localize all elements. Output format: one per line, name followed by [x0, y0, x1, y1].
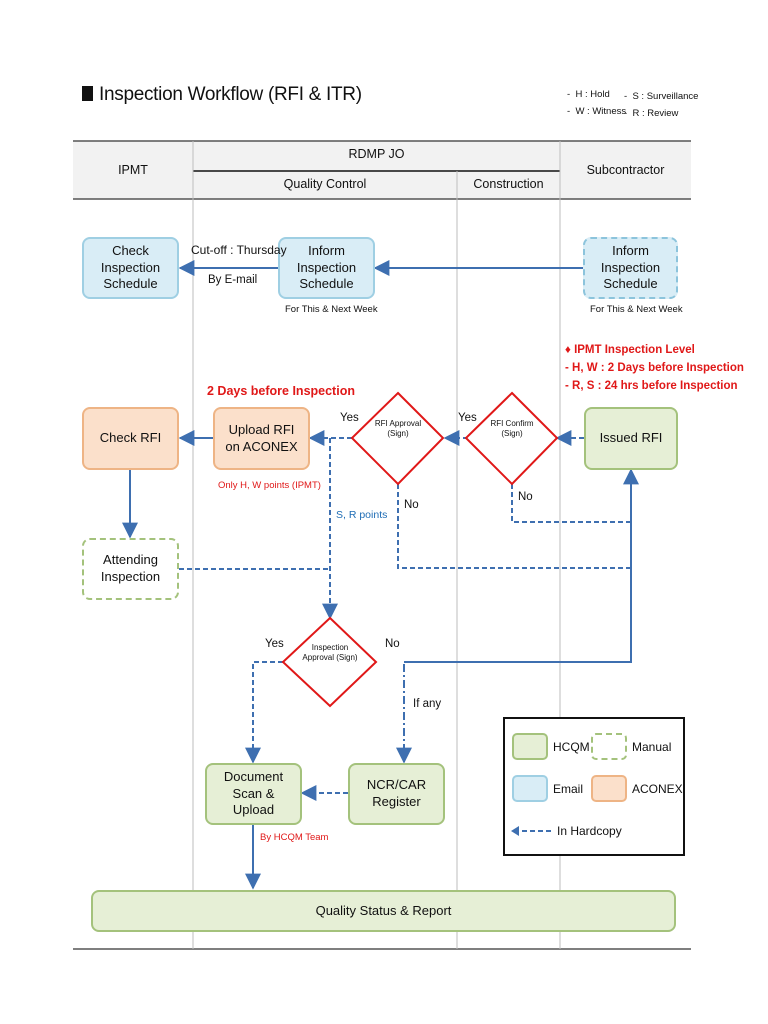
label-hw-level: - H, W : 2 Days before Inspection	[565, 362, 744, 374]
key-surveillance: S : Surveillance	[632, 91, 699, 102]
label-sr-points: S, R points	[336, 509, 388, 521]
legend-email-swatch	[512, 775, 548, 802]
node-document-scan[interactable]: Document Scan & Upload	[205, 763, 302, 825]
label-no-approval: No	[404, 499, 419, 511]
arrow-inspection-yes	[245, 661, 283, 764]
label-if-any: If any	[413, 698, 442, 710]
legend-hardcopy-arrow	[511, 826, 551, 836]
lane-quality-control: Quality Control	[283, 177, 367, 191]
arrow-approval-no	[397, 484, 631, 569]
decision-rfi-approval	[350, 391, 445, 486]
lane-construction: Construction	[473, 177, 544, 191]
label-no-inspection: No	[385, 638, 400, 650]
label-two-days: 2 Days before Inspection	[207, 384, 355, 398]
key-review: R : Review	[632, 108, 679, 119]
label-for-this-week-sub: For This & Next Week	[590, 304, 683, 315]
decision-rfi-confirm	[464, 391, 559, 486]
label-by-email: By E-mail	[208, 274, 258, 286]
decision-rfi-approval-text: RFI Approval (Sign)	[374, 419, 422, 438]
lane-ipmt: IPMT	[118, 163, 148, 177]
arrow-confirm-no	[511, 484, 631, 523]
legend-manual-swatch	[591, 733, 627, 760]
label-no-confirm: No	[518, 491, 533, 503]
lane-rdmp: RDMP JO	[348, 147, 405, 161]
title-square-icon	[82, 86, 93, 101]
node-quality-status[interactable]: Quality Status & Report	[91, 890, 676, 932]
page-title: Inspection Workflow (RFI & ITR)	[82, 84, 362, 106]
node-attending-inspection[interactable]: Attending Inspection	[82, 538, 179, 600]
node-inform-schedule-qc[interactable]: Inform Inspection Schedule	[278, 237, 375, 299]
node-check-rfi[interactable]: Check RFI	[82, 407, 179, 470]
header-band	[73, 141, 691, 199]
label-for-this-week-qc: For This & Next Week	[285, 304, 378, 315]
label-by-hcqm: By HCQM Team	[260, 832, 329, 843]
label-ipmt-level: ♦ IPMT Inspection Level	[565, 344, 695, 356]
key-column-right: - S : Surveillance - R : Review	[624, 91, 699, 119]
key-column-left: - H : Hold - W : Witness	[567, 89, 627, 117]
key-hold: H : Hold	[575, 89, 610, 100]
label-cutoff: Cut-off : Thursday	[191, 243, 287, 257]
label-yes-approval: Yes	[340, 412, 359, 424]
legend-hardcopy-label: In Hardcopy	[557, 824, 622, 838]
legend-aconex-label: ACONEX	[632, 782, 683, 796]
legend-hcqm-swatch	[512, 733, 548, 760]
label-yes-confirm: Yes	[458, 412, 477, 424]
legend-email-label: Email	[553, 782, 584, 796]
decision-rfi-confirm-text: RFI Confirm (Sign)	[490, 419, 534, 438]
node-issued-rfi[interactable]: Issued RFI	[584, 407, 678, 470]
legend-aconex-swatch	[591, 775, 627, 802]
label-yes-inspection: Yes	[265, 638, 284, 650]
decision-inspection-approval-text: Inspection Approval (Sign)	[302, 643, 358, 662]
node-inform-schedule-sub[interactable]: Inform Inspection Schedule	[583, 237, 678, 299]
node-ncr-car[interactable]: NCR/CAR Register	[348, 763, 445, 825]
arrow-inspection-no-to-issued	[404, 468, 639, 663]
legend: HCQM Manual Email ACONEX In Hardcopy	[503, 717, 685, 856]
lane-subcontractor: Subcontractor	[586, 163, 665, 177]
decision-inspection-approval	[281, 616, 378, 708]
node-check-schedule[interactable]: Check Inspection Schedule	[82, 237, 179, 299]
legend-manual-label: Manual	[632, 740, 672, 754]
node-upload-rfi[interactable]: Upload RFI on ACONEX	[213, 407, 310, 470]
legend-hcqm-label: HCQM	[553, 740, 590, 754]
label-only-hw: Only H, W points (IPMT)	[218, 480, 321, 491]
label-rs-level: - R, S : 24 hrs before Inspection	[565, 380, 738, 392]
key-witness: W : Witness	[575, 106, 627, 117]
